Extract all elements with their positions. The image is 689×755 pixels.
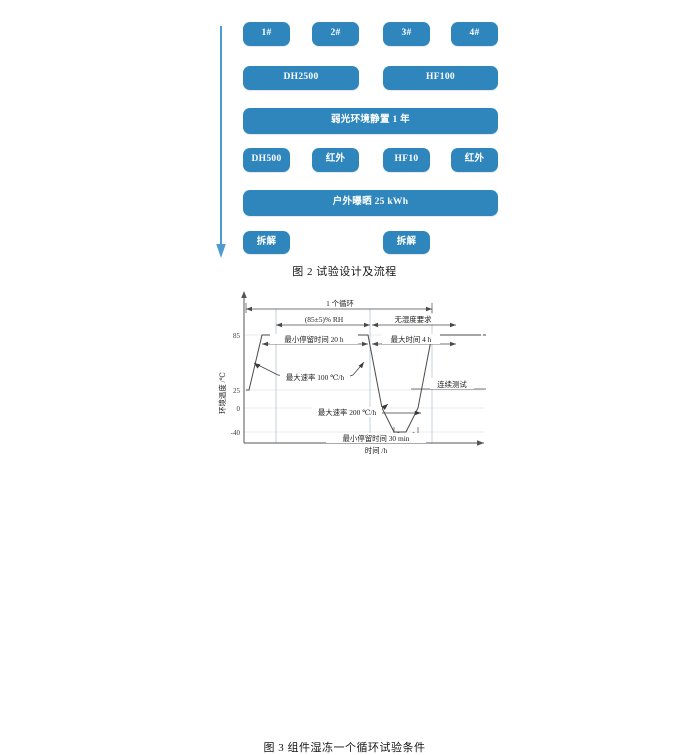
annotation-dwell-20h: 最小停留时间 20 h [262,334,368,347]
annotation-continuous-test: 连续测试 [411,378,486,390]
flow-box-outdoor-exposure[interactable]: 户外曝晒 25 kWh [243,190,498,216]
flow-box-disassemble-1[interactable]: 拆解 [243,231,290,254]
flow-box-dh2500[interactable]: DH2500 [243,66,359,90]
flow-box-sample-2[interactable]: 2# [312,22,359,46]
svg-text:最小停留时间 20 h: 最小停留时间 20 h [284,335,343,344]
y-tick-labels: 85 25 0 -40 [231,332,241,437]
svg-text:最小停留时间 30 min: 最小停留时间 30 min [343,434,410,443]
flow-box-dh500[interactable]: DH500 [243,148,290,172]
flow-box-disassemble-2[interactable]: 拆解 [383,231,430,254]
annotation-rate-100: 最大速率 100 ℃/h [253,361,365,382]
svg-text:最大时间 4 h: 最大时间 4 h [391,335,432,344]
y-axis-title: 环境温度 /℃ [218,372,227,414]
annotation-max-time-4h: 最大时间 4 h [372,334,456,347]
phase-separators [275,309,433,443]
svg-text:1 个循环: 1 个循环 [326,299,354,308]
figure-3-chart: 85 25 0 -40 环境温度 /℃ 时间 /h 1 个循环 (85±5) [0,283,689,754]
ytick-25: 25 [233,387,241,395]
annotation-rate-200: 最大速率 200 ℃/h [312,403,421,417]
svg-text:最大速率 100 ℃/h: 最大速率 100 ℃/h [286,373,345,382]
svg-text:无湿度要求: 无湿度要求 [395,315,433,324]
svg-text:连续测试: 连续测试 [437,380,467,389]
ytick-neg40: -40 [231,429,241,437]
figure-3-caption: 图 3 组件湿冻一个循环试验条件 [263,742,426,754]
annotation-no-humidity-span: 无湿度要求 [372,314,456,328]
svg-text:最大速率 200 ℃/h: 最大速率 200 ℃/h [318,408,377,417]
flow-box-infrared-2[interactable]: 红外 [451,148,498,172]
ytick-0: 0 [237,405,241,413]
flow-box-low-light-storage[interactable]: 弱光环境静置 1 年 [243,108,498,134]
x-axis-title: 时间 /h [365,446,388,455]
annotation-humidity-span: (85±5)% RH [276,314,370,328]
figure-2-caption: 图 2 试验设计及流程 [292,266,397,278]
annotation-cycle-span: 1 个循环 [245,298,433,313]
figure-2-flowchart: 1# 2# 3# 4# DH2500 HF100 弱光环境静置 1 年 DH50… [0,0,689,285]
flow-box-sample-4[interactable]: 4# [451,22,498,46]
flow-box-sample-3[interactable]: 3# [383,22,430,46]
flow-box-sample-1[interactable]: 1# [243,22,290,46]
svg-text:(85±5)% RH: (85±5)% RH [305,315,344,324]
annotation-dwell-30min: 最小停留时间 30 min [326,427,426,443]
flow-box-hf100[interactable]: HF100 [383,66,498,90]
flow-box-infrared-1[interactable]: 红外 [312,148,359,172]
flow-box-hf10[interactable]: HF10 [383,148,430,172]
process-down-arrow-icon [216,26,226,258]
humidity-freeze-cycle-plot: 85 25 0 -40 环境温度 /℃ 时间 /h 1 个循环 (85±5) [216,283,488,455]
ytick-85: 85 [233,332,241,340]
